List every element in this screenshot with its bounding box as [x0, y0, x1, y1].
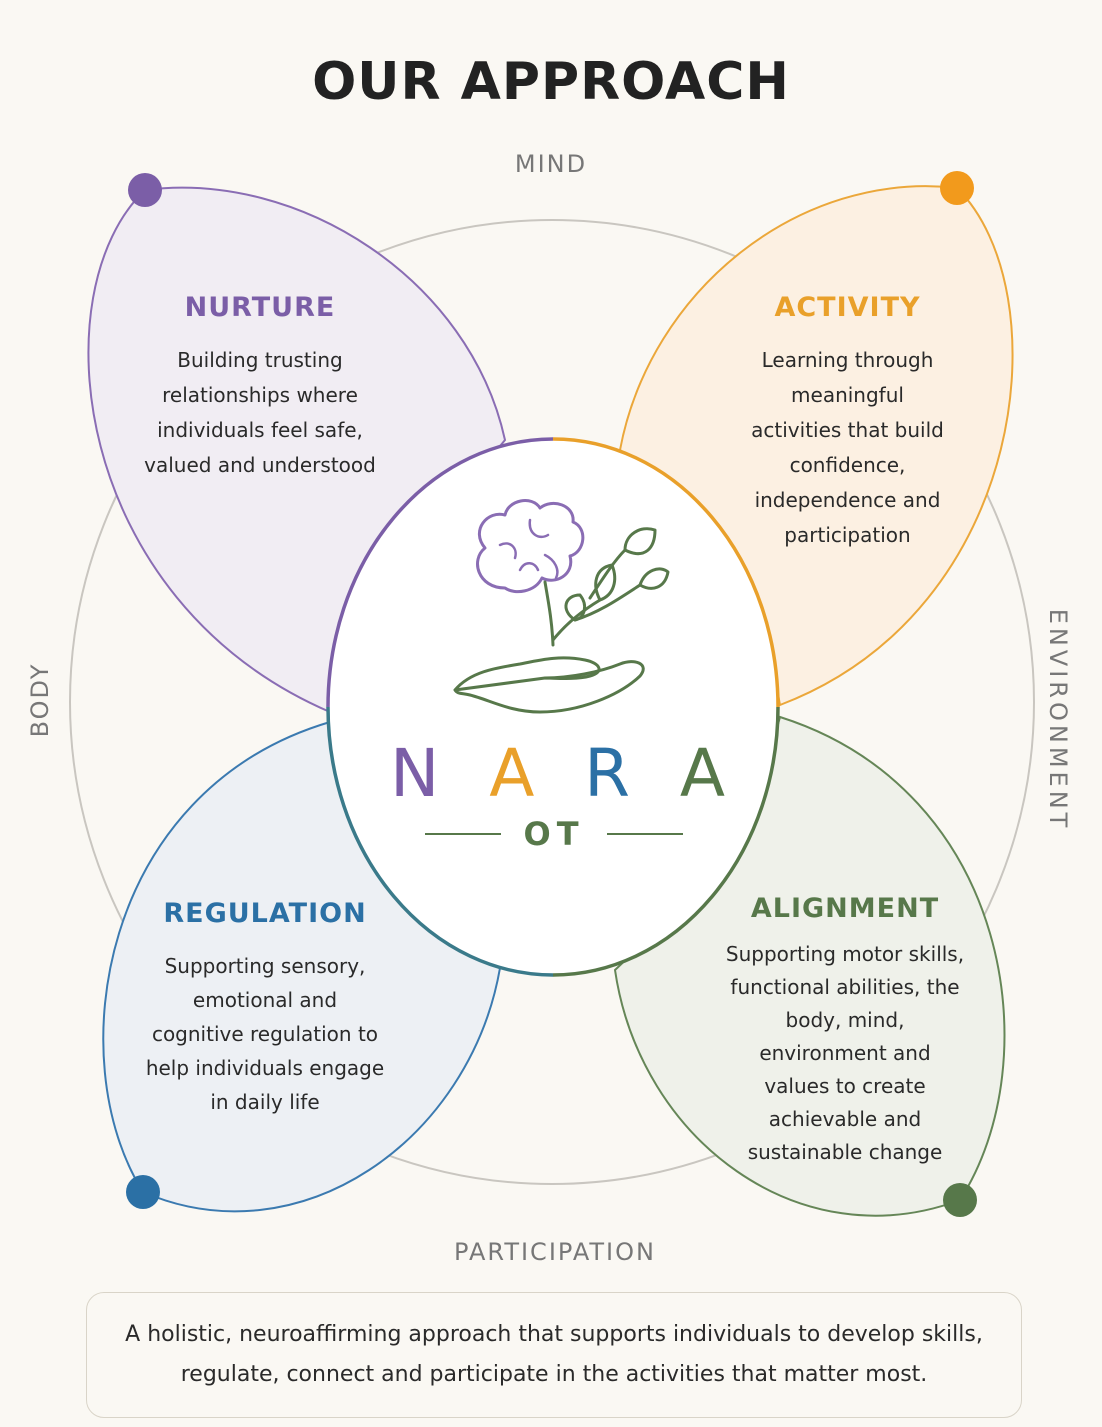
- brand-letter: R: [584, 735, 631, 812]
- petal-regulation: REGULATION Supporting sensory, emotional…: [145, 898, 385, 1119]
- petal-heading: ALIGNMENT: [750, 893, 940, 924]
- center-circle: [328, 439, 778, 975]
- brand-subtitle-text: OT: [523, 815, 585, 853]
- petal-text: Supporting motor skills, functional abil…: [725, 942, 965, 1164]
- center-ring-ne: [552, 437, 780, 708]
- petal-heading: ACTIVITY: [774, 292, 921, 323]
- dot-orange: [940, 171, 974, 205]
- petal-text: Learning through meaningful activities t…: [751, 348, 944, 547]
- divider-right: [607, 833, 683, 835]
- petal-text: Building trusting relationships where in…: [144, 348, 376, 477]
- petal-heading: NURTURE: [184, 292, 336, 323]
- brain-flower-hand-icon: [453, 499, 670, 714]
- center-ring-sw: [326, 706, 554, 977]
- page-title: OUR APPROACH: [312, 52, 790, 112]
- center-ring-nw: [326, 437, 554, 708]
- petal-heading: REGULATION: [163, 898, 367, 929]
- axis-label-environment: ENVIRONMENT: [1044, 608, 1072, 832]
- footer-text: A holistic, neuroaffirming approach that…: [125, 1322, 983, 1387]
- axis-label-mind: MIND: [514, 150, 588, 178]
- dot-purple: [128, 173, 162, 207]
- brand-subtitle: OT: [425, 815, 683, 853]
- brand-letter: N: [390, 735, 440, 812]
- petal-alignment: ALIGNMENT Supporting motor skills, funct…: [725, 893, 965, 1169]
- footer-box: A holistic, neuroaffirming approach that…: [86, 1292, 1022, 1418]
- petal-activity: ACTIVITY Learning through meaningful act…: [745, 292, 950, 553]
- center-ring-se: [552, 706, 780, 977]
- brand-letter: A: [679, 735, 725, 812]
- outer-ring: [69, 219, 1035, 1185]
- divider-left: [425, 833, 501, 835]
- dot-green: [943, 1183, 977, 1217]
- petal-text: Supporting sensory, emotional and cognit…: [145, 954, 385, 1114]
- brand-letter: A: [489, 735, 535, 812]
- petal-nurture: NURTURE Building trusting relationships …: [130, 292, 390, 483]
- axis-label-participation: PARTICIPATION: [454, 1238, 656, 1266]
- dot-blue: [126, 1175, 160, 1209]
- brand-wordmark: N A R A: [390, 735, 725, 812]
- axis-label-body: BODY: [26, 662, 54, 738]
